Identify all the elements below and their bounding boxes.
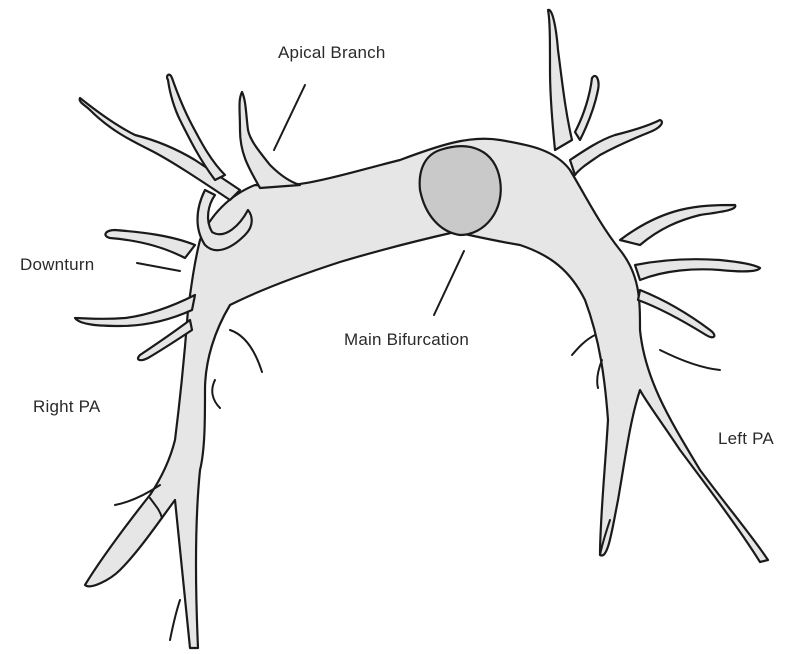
left-lateral-branch-3 bbox=[638, 290, 714, 337]
label-apical-branch: Apical Branch bbox=[278, 43, 386, 63]
twig-left-1 bbox=[572, 335, 595, 355]
right-lower-branch-1 bbox=[75, 295, 195, 326]
twig-left-2 bbox=[597, 360, 602, 388]
leader-main-bifurcation bbox=[434, 251, 464, 315]
twig-left-3 bbox=[660, 350, 720, 370]
left-lateral-branch-1 bbox=[620, 205, 735, 245]
left-upper-branch-1 bbox=[548, 10, 572, 150]
label-main-bifurcation: Main Bifurcation bbox=[344, 330, 469, 350]
label-left-pa: Left PA bbox=[718, 429, 774, 449]
downturn-branch bbox=[105, 230, 195, 258]
leader-downturn bbox=[137, 263, 180, 271]
twig-right-1 bbox=[230, 330, 262, 372]
upper-right-branch-1 bbox=[80, 98, 240, 200]
left-lateral-branch-2 bbox=[635, 259, 760, 280]
label-downturn: Downturn bbox=[20, 255, 94, 275]
apical-branch-vessel bbox=[240, 92, 301, 188]
twig-right-2 bbox=[212, 380, 220, 408]
label-right-pa: Right PA bbox=[33, 397, 100, 417]
leader-apical-branch bbox=[274, 85, 305, 150]
left-upper-branch-3 bbox=[575, 76, 599, 140]
twig-right-5 bbox=[170, 600, 180, 640]
